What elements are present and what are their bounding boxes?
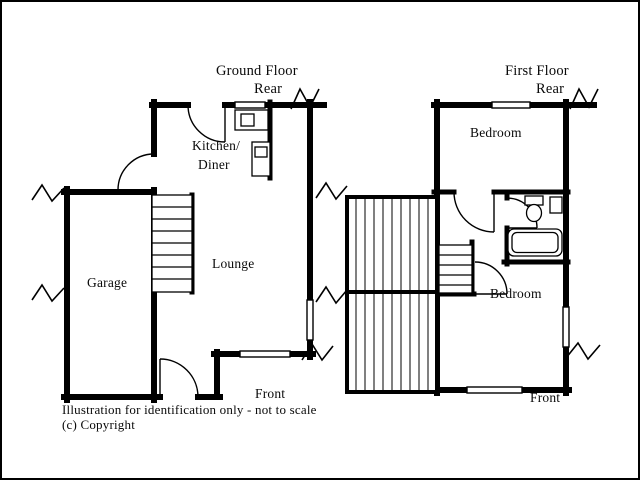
ground-floor-title: Ground Floor [216, 63, 298, 79]
window [466, 101, 570, 394]
first-floor-front-label: Front [530, 390, 561, 405]
door-arc [117, 104, 226, 398]
room-label-kitchen: Kitchen/ [192, 138, 241, 153]
first-floor-plan [345, 99, 597, 396]
cooker [251, 141, 271, 177]
room-label-garage: Garage [87, 275, 128, 290]
break-line-icon [31, 87, 601, 362]
ground-floor-plan [61, 99, 327, 403]
room-label-diner: Diner [198, 157, 230, 172]
copyright-text: (c) Copyright [62, 417, 136, 432]
sink-unit [234, 109, 269, 131]
disclaimer-text: Illustration for identification only - n… [62, 402, 317, 417]
stairs [151, 194, 193, 293]
first-floor-subtitle: Rear [536, 81, 565, 97]
window [234, 101, 314, 358]
door-arc [453, 191, 538, 295]
ground-floor-front-label: Front [255, 386, 286, 401]
basin [549, 196, 563, 214]
room-label-lounge: Lounge [212, 256, 255, 271]
room-label-bedroom-rear: Bedroom [470, 125, 522, 140]
toilet-icon [524, 195, 544, 223]
hatched-garage-roof [345, 195, 439, 394]
first-floor-title: First Floor [505, 63, 569, 79]
room-label-bedroom-front: Bedroom [490, 286, 542, 301]
stairs [438, 244, 473, 294]
bathtub-icon [507, 228, 563, 257]
ground-floor-subtitle: Rear [254, 81, 283, 97]
